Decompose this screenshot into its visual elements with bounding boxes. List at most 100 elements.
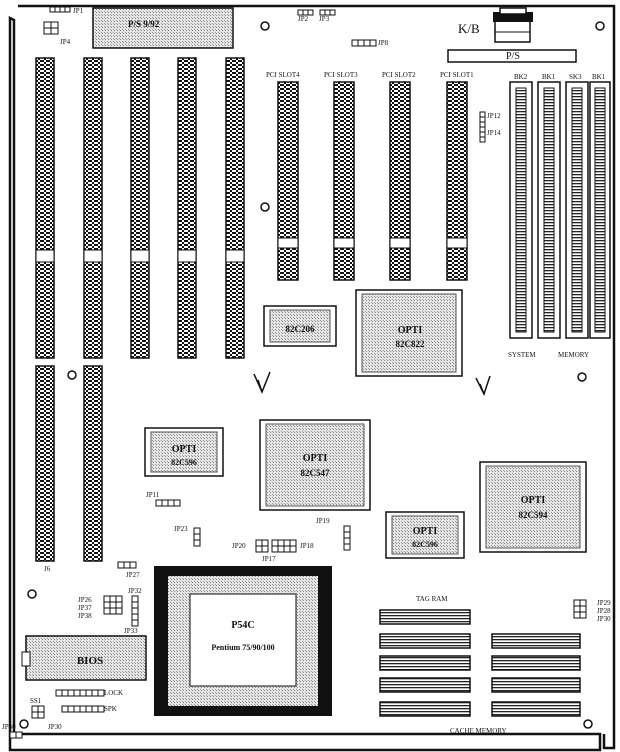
label-pci-slot3: PCI SLOT3 bbox=[324, 71, 358, 79]
label-jp27: JP27 bbox=[126, 571, 140, 579]
jumpers-misc bbox=[9, 499, 587, 739]
simm-socket bbox=[537, 81, 561, 339]
label-jp8: JP8 bbox=[378, 39, 389, 47]
jumper-lock bbox=[55, 689, 105, 697]
cache-chip bbox=[379, 609, 471, 625]
mounting-hole bbox=[260, 21, 270, 31]
keyboard-connector bbox=[493, 7, 533, 43]
jumper-jp27 bbox=[117, 561, 137, 569]
simm-sockets bbox=[509, 81, 611, 339]
jumper-jp12-jp14 bbox=[479, 111, 486, 143]
label-jp30-right: JP30 bbox=[597, 615, 611, 623]
mounting-hole bbox=[27, 589, 37, 599]
simm-socket bbox=[509, 81, 533, 339]
label-tag-ram: TAG RAM bbox=[416, 595, 448, 603]
jumper-jp11 bbox=[155, 499, 181, 507]
label-jp18: JP18 bbox=[300, 542, 314, 550]
jumper-jp18 bbox=[271, 539, 297, 553]
jumper-jp4 bbox=[43, 21, 59, 35]
isa-slot bbox=[225, 57, 245, 359]
chip-label: OPTI bbox=[172, 444, 197, 455]
label-jp40: JP40 bbox=[2, 723, 16, 731]
mounting-hole bbox=[583, 719, 593, 729]
cache-chip bbox=[379, 677, 471, 693]
cpu-socket: P54C Pentium 75/90/100 bbox=[154, 566, 332, 716]
chip-opti-82c547: OPTI 82C547 bbox=[259, 419, 371, 511]
label-system: SYSTEM bbox=[508, 351, 536, 359]
simm-socket bbox=[565, 81, 589, 339]
label-jp4: JP4 bbox=[60, 38, 71, 46]
cache-chip bbox=[491, 677, 581, 693]
mounting-hole bbox=[577, 372, 587, 382]
chip-label: Pentium 75/90/100 bbox=[211, 643, 274, 652]
label-ss1: SS1 bbox=[30, 697, 42, 705]
label-lock: LOCK bbox=[104, 689, 124, 697]
label-jp38: JP38 bbox=[78, 612, 92, 620]
isa-slot bbox=[83, 57, 103, 359]
label-bk1-b: BK1 bbox=[592, 73, 606, 81]
label-jp12: JP12 bbox=[487, 112, 501, 120]
chip-82c206: 82C206 bbox=[263, 305, 337, 347]
jumper-jp20 bbox=[255, 539, 269, 553]
chip-label: 82C594 bbox=[519, 510, 548, 520]
jumper-spk bbox=[61, 705, 105, 713]
jumper-jp1 bbox=[49, 6, 71, 13]
cache-chip bbox=[379, 655, 471, 671]
label-spk: SPK bbox=[104, 705, 117, 713]
label-sk3: SK3 bbox=[569, 73, 582, 81]
label-jp30: JP30 bbox=[48, 723, 62, 731]
label-jp32: JP32 bbox=[128, 587, 142, 595]
orientation-marks bbox=[253, 371, 491, 396]
label-jp1: JP1 bbox=[73, 7, 84, 15]
chip-label: BIOS bbox=[77, 655, 103, 667]
label-jp14: JP14 bbox=[487, 129, 501, 137]
chip-opti-82c596-b: OPTI 82C596 bbox=[385, 511, 465, 559]
label-top-chip: P/S 9/92 bbox=[128, 19, 160, 29]
cache-chip bbox=[491, 701, 581, 717]
jumper-jp40 bbox=[9, 731, 23, 739]
label-pci-slot4: PCI SLOT4 bbox=[266, 71, 300, 79]
label-jp2: JP2 bbox=[298, 15, 309, 23]
label-cache-memory: CACHE MEMORY bbox=[450, 727, 507, 735]
top-chip bbox=[92, 7, 234, 49]
mounting-hole bbox=[19, 719, 29, 729]
chip-label: 82C547 bbox=[301, 468, 330, 478]
label-jp19: JP19 bbox=[316, 517, 330, 525]
chip-opti-82c594: OPTI 82C594 bbox=[479, 461, 587, 553]
label-jp23: JP23 bbox=[174, 525, 188, 533]
chip-bios: BIOS bbox=[21, 635, 147, 681]
label-jp33: JP33 bbox=[124, 627, 138, 635]
isa-slot bbox=[83, 365, 103, 562]
jumper-jp32 bbox=[131, 595, 139, 627]
cache-chip bbox=[379, 633, 471, 649]
simm-socket bbox=[589, 81, 611, 339]
chip-label: OPTI bbox=[398, 325, 423, 336]
label-memory: MEMORY bbox=[558, 351, 590, 359]
isa-slot bbox=[130, 57, 150, 359]
jumper-jp28-jp30 bbox=[573, 599, 587, 619]
label-j6: J6 bbox=[44, 565, 51, 573]
chip-label: OPTI bbox=[413, 526, 438, 537]
pci-slot-2 bbox=[389, 81, 411, 281]
label-ps: P/S bbox=[506, 51, 520, 62]
chip-opti-82c822: OPTI 82C822 bbox=[355, 289, 463, 377]
isa-slots bbox=[35, 57, 245, 562]
cache-chip bbox=[491, 655, 581, 671]
label-pci-slot1: PCI SLOT1 bbox=[440, 71, 474, 79]
label-jp20: JP20 bbox=[232, 542, 246, 550]
label-jp26: JP26 bbox=[78, 596, 92, 604]
label-bk2: BK2 bbox=[514, 73, 528, 81]
chip-label: 82C206 bbox=[286, 324, 315, 334]
pci-slot-4 bbox=[277, 81, 299, 281]
pci-slot-3 bbox=[333, 81, 355, 281]
cache-chip bbox=[379, 701, 471, 717]
label-jp28: JP28 bbox=[597, 607, 611, 615]
pci-slots bbox=[277, 81, 468, 281]
power-connector bbox=[447, 49, 577, 63]
isa-slot bbox=[35, 57, 55, 359]
jumper-jp19 bbox=[343, 525, 351, 551]
mounting-hole bbox=[67, 370, 77, 380]
jumper-jp26-jp38 bbox=[103, 595, 123, 615]
isa-slot bbox=[177, 57, 197, 359]
